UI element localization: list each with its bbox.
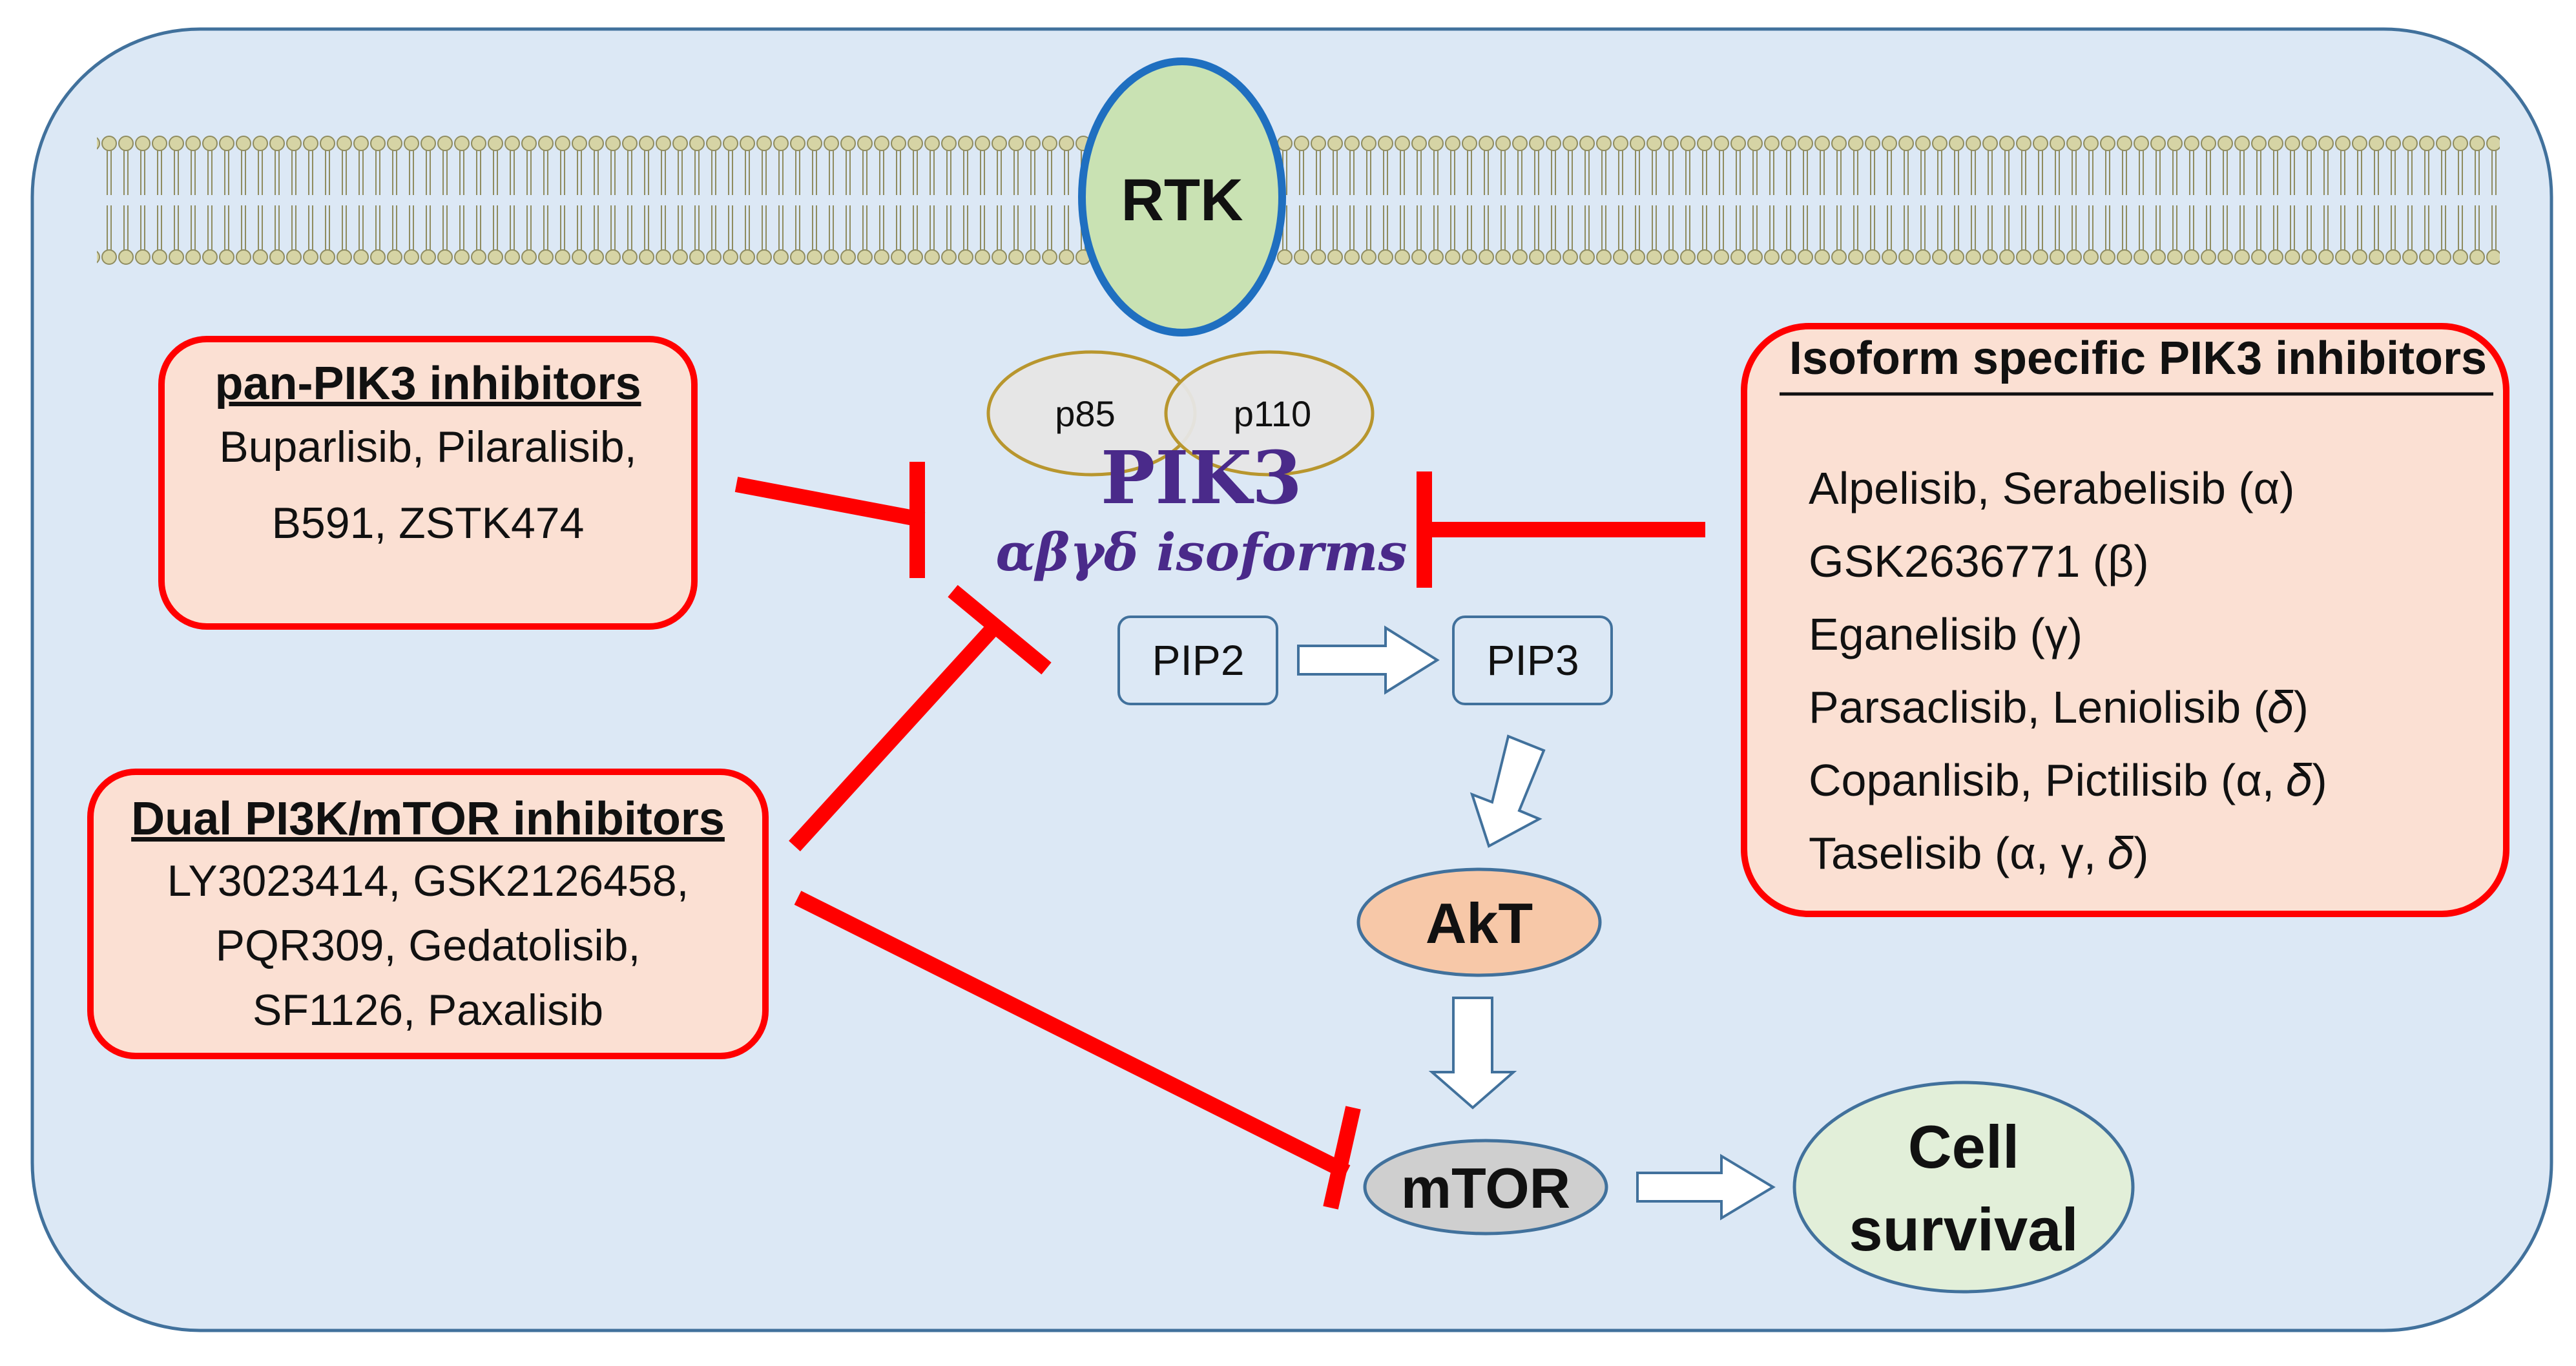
pip3-label: PIP3 bbox=[1486, 636, 1579, 684]
arrow-pip3-akt bbox=[1470, 734, 1546, 848]
pan-inhibitor-text: pan-PIK3 inhibitors Buparlisib, Pilarali… bbox=[161, 354, 694, 565]
akt-label: AkT bbox=[1425, 891, 1533, 955]
pan-inhibitor-box bbox=[158, 336, 698, 630]
pik3-label: PIK3 bbox=[1101, 435, 1302, 521]
cell-survival-line-2: survival bbox=[1849, 1195, 2079, 1263]
dual-inhibitor-box bbox=[87, 769, 769, 1059]
cell-survival-node bbox=[1792, 1081, 2135, 1294]
pan-inhibitor-line-1: Buparlisib, Pilaralisib, bbox=[219, 422, 637, 471]
cell-survival-line-1: Cell bbox=[1907, 1113, 2020, 1181]
p110-label: p110 bbox=[1233, 393, 1312, 434]
inhibition-dual-to-mtor bbox=[794, 891, 1361, 1210]
isoforms-label: αβγδ isoforms bbox=[995, 522, 1407, 583]
dual-inhibitor-line-1: LY3023414, GSK2126458, bbox=[167, 856, 689, 905]
pip2-label: PIP2 bbox=[1152, 636, 1245, 684]
cell-membrane bbox=[97, 136, 2500, 265]
pip2-box bbox=[1117, 616, 1278, 705]
pip3-box bbox=[1452, 616, 1613, 705]
isoform-inhibitor-box bbox=[1741, 323, 2509, 917]
arrow-mtor-cell bbox=[1636, 1154, 1776, 1221]
mtor-node bbox=[1363, 1139, 1608, 1236]
inhibition-pan-to-pik3 bbox=[734, 462, 926, 578]
bottom-strip bbox=[0, 1340, 2576, 1366]
dual-inhibitor-line-3: SF1126, Paxalisib bbox=[252, 986, 604, 1035]
dual-inhibitor-line-2: PQR309, Gedatolisib, bbox=[215, 921, 641, 970]
isoform-inhibitor-title: Isoform specific PIK3 inhibitors bbox=[1789, 333, 2488, 384]
p85-label: p85 bbox=[1055, 393, 1116, 434]
inhibition-dual-to-pik3 bbox=[789, 585, 1052, 852]
isoform-inhibitor-item: Parsaclisib, Leniolisib (𝛿) bbox=[1809, 682, 2309, 732]
pan-inhibitor-title: pan-PIK3 inhibitors bbox=[214, 358, 641, 409]
rtk-label: RTK bbox=[1121, 167, 1243, 233]
isoform-inhibitor-item: Copanlisib, Pictilisib (α, 𝛿) bbox=[1809, 755, 2327, 805]
isoform-inhibitor-item: Alpelisib, Serabelisib (α) bbox=[1809, 463, 2295, 513]
rtk-receptor bbox=[1078, 57, 1286, 336]
arrow-akt-mtor bbox=[1428, 997, 1517, 1110]
p110-subunit bbox=[1164, 350, 1375, 477]
dual-inhibitor-text: Dual PI3K/mTOR inhibitors LY3023414, GSK… bbox=[90, 789, 765, 1042]
dual-inhibitor-title: Dual PI3K/mTOR inhibitors bbox=[131, 793, 725, 845]
mtor-label: mTOR bbox=[1400, 1156, 1571, 1220]
inhibition-isoform-to-pik3 bbox=[1417, 471, 1705, 588]
arrow-pip2-pip3 bbox=[1297, 625, 1440, 695]
isoform-inhibitor-item: Eganelisib (γ) bbox=[1809, 609, 2083, 659]
isoform-inhibitor-list: Alpelisib, Serabelisib (α) GSK2636771 (β… bbox=[1809, 452, 2519, 890]
isoform-inhibitor-item: Taselisib (α, γ, 𝛿) bbox=[1809, 828, 2149, 878]
akt-node bbox=[1356, 867, 1602, 977]
cell-survival-label: Cell survival bbox=[1796, 1092, 2132, 1285]
pan-inhibitor-line-2: B591, ZSTK474 bbox=[271, 499, 585, 548]
isoform-inhibitor-item: GSK2636771 (β) bbox=[1809, 536, 2149, 586]
